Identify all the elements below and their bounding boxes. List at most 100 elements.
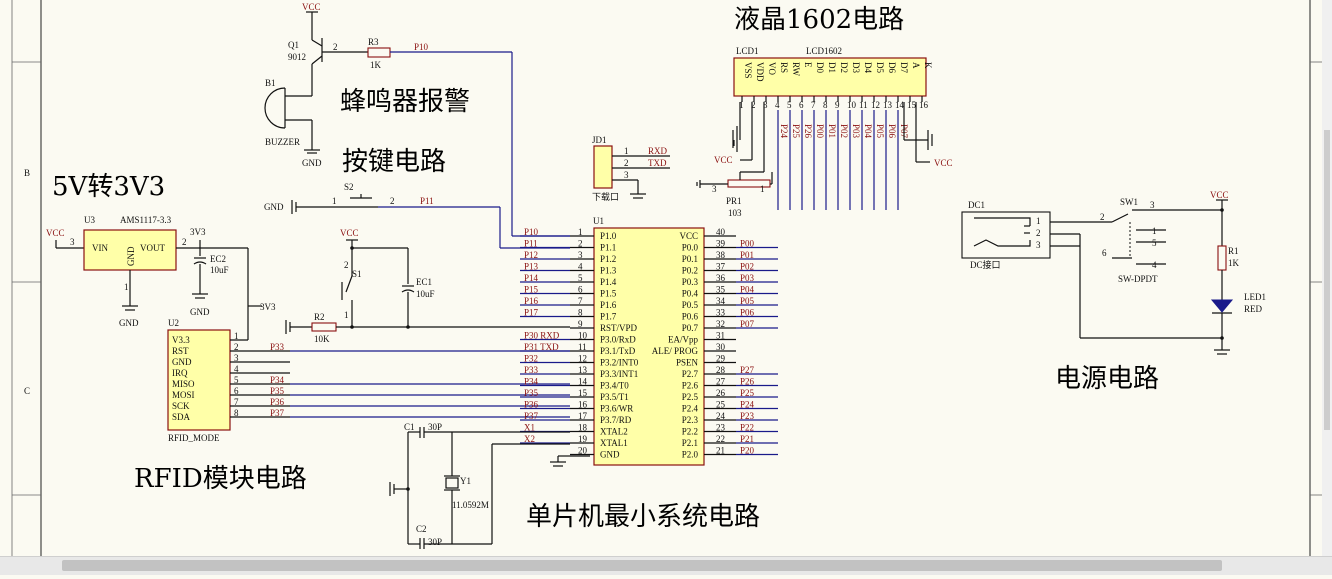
row-label-b: B: [24, 168, 30, 178]
u2-pin-name: RST: [172, 346, 189, 356]
u1-pin-number: 34: [716, 296, 726, 306]
download-port: JD1 下载口 1 2 3 RXD TXD: [592, 135, 670, 202]
sw1-value: SW-DPDT: [1118, 274, 1158, 284]
title-lcd: 液晶1602电路: [734, 5, 904, 35]
r2-resistor[interactable]: [311, 322, 337, 332]
lcd-net-label: P05: [875, 124, 885, 139]
u1-pin-name: P2.5: [682, 392, 699, 402]
u1-net-label: P36: [524, 400, 539, 410]
u1-pin-number: 12: [578, 354, 587, 364]
ec1-value: 10uF: [416, 289, 435, 299]
u1-pin-number: 2: [578, 239, 583, 249]
u1-pin-number: 6: [578, 285, 583, 295]
ec2-ref: EC2: [210, 254, 226, 264]
u1-pin-number: 11: [578, 342, 587, 352]
sw1-ref: SW1: [1120, 197, 1138, 207]
u1-pin-number: 23: [716, 423, 726, 433]
r1-resistor[interactable]: [1217, 245, 1227, 271]
u1-pin-name: P3.3/INT1: [600, 369, 638, 379]
lcd-pin-name: D0: [815, 62, 825, 73]
u1-pin-name: P1.5: [600, 289, 617, 299]
u1-pin-name: P1.7: [600, 312, 617, 322]
u3-ams1117-chip[interactable]: [83, 229, 177, 271]
r3-resistor[interactable]: [367, 47, 391, 58]
u2-net-label: P34: [270, 375, 285, 385]
u1-pin-number: 40: [716, 227, 726, 237]
u1-pin-name: RST/VPD: [600, 323, 638, 333]
lcd-pin-name: RS: [779, 62, 789, 73]
u1-pin-name: ALE/ PROG: [652, 346, 699, 356]
u1-net-label: P10: [524, 227, 539, 237]
u1-pin-number: 19: [578, 434, 588, 444]
u1-mcu-chip[interactable]: [593, 227, 705, 466]
u1-pin-number: 39: [716, 239, 726, 249]
title-mcu: 单片机最小系统电路: [526, 502, 760, 532]
r2-value: 10K: [314, 334, 330, 344]
u1-pin-name: VCC: [679, 231, 698, 241]
horizontal-scrollbar[interactable]: [0, 556, 1332, 575]
u1-pin-number: 37: [716, 262, 726, 272]
u1-pin-name: P3.6/WR: [600, 404, 633, 414]
u1-pin-name: P1.2: [600, 254, 616, 264]
lcd-net-label: P01: [827, 124, 837, 138]
u1-pin-number: 28: [716, 365, 726, 375]
u1-pin-name: P1.0: [600, 231, 617, 241]
dc-jack[interactable]: [961, 211, 1051, 259]
sw-pin5: 5: [1152, 238, 1157, 248]
lcd-pin-name: D2: [839, 62, 849, 73]
lcd-pin-number: 11: [859, 100, 868, 110]
u1-pin-name: P3.0/RxD: [600, 335, 636, 345]
u1-net-label: P24: [740, 400, 755, 410]
u2-pin-number: 5: [234, 375, 239, 385]
dc1-value: DC接口: [970, 259, 1001, 270]
lcd-net-label: P24: [779, 124, 789, 139]
u1-pin-name: P1.4: [600, 277, 617, 287]
c1-ref: C1: [404, 422, 415, 432]
u2-pin-number: 3: [234, 353, 239, 363]
lcd-pin-number: 2: [751, 100, 756, 110]
u1-pin-name: P1.1: [600, 243, 616, 253]
u2-rfid-module[interactable]: [167, 329, 231, 431]
u1-net-label: P26: [740, 377, 755, 387]
u1-pin-name: P2.4: [682, 404, 699, 414]
u1-pin-number: 14: [578, 377, 588, 387]
rxd-label: RXD: [648, 146, 668, 156]
u1-pin-name: P3.1/TxD: [600, 346, 636, 356]
lcd-net-label: P00: [815, 124, 825, 139]
y1-ref: Y1: [460, 476, 471, 486]
jd1-connector[interactable]: [593, 145, 613, 189]
u1-net-label: P05: [740, 296, 755, 306]
lcd-pin-number: 1: [739, 100, 744, 110]
s2-pin1: 1: [332, 196, 337, 206]
lcd-net-label: P02: [839, 124, 849, 138]
u1-pin-number: 32: [716, 319, 725, 329]
lcd-pin-name: D1: [827, 62, 837, 73]
u1-pin-number: 8: [578, 308, 583, 318]
u1-net-label: P13: [524, 262, 539, 272]
dc-pin3: 3: [1036, 240, 1041, 250]
pr1-ref: PR1: [726, 196, 742, 206]
s2-ref: S2: [344, 182, 354, 192]
lcd-pin-number: 8: [823, 100, 828, 110]
lcd-pin-number: 5: [787, 100, 792, 110]
u1-net-label: P04: [740, 285, 755, 295]
u1-net-label: X2: [524, 434, 535, 444]
u3-value: AMS1117-3.3: [120, 215, 172, 225]
lcd1602-module[interactable]: [733, 57, 927, 97]
u1-pin-number: 17: [578, 411, 588, 421]
u1-net-label: P31 TXD: [524, 342, 559, 352]
lcd-pin-number: 9: [835, 100, 840, 110]
3v3-label: 3V3: [190, 227, 206, 237]
lcd-pin-number: 6: [799, 100, 804, 110]
vertical-scrollbar[interactable]: [1322, 0, 1332, 556]
pr1-pin3: 3: [712, 184, 717, 194]
row-label-c: C: [24, 386, 30, 396]
mcu-circuit: U1 P1.01P10P1.12P11P1.23P12P1.34P13P1.45…: [520, 216, 778, 466]
lcd-pin-name: RW: [791, 62, 801, 77]
horizontal-scrollbar-thumb[interactable]: [62, 560, 1222, 571]
jd1-value: 下载口: [592, 191, 619, 202]
u1-pin-name: P3.2/INT0: [600, 358, 639, 368]
vertical-scrollbar-thumb[interactable]: [1324, 130, 1330, 430]
sw-pin3: 3: [1150, 200, 1155, 210]
